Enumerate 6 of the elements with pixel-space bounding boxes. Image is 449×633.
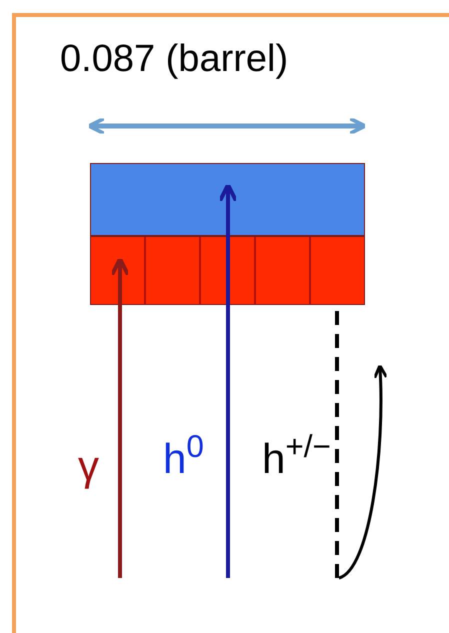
arrow bbox=[218, 182, 238, 578]
detector-cell-row bbox=[90, 236, 365, 305]
arrow bbox=[110, 256, 130, 578]
dimension-label: 0.087 (barrel) bbox=[60, 40, 288, 78]
particle-label: γ bbox=[78, 445, 99, 487]
detector-block bbox=[90, 163, 365, 236]
